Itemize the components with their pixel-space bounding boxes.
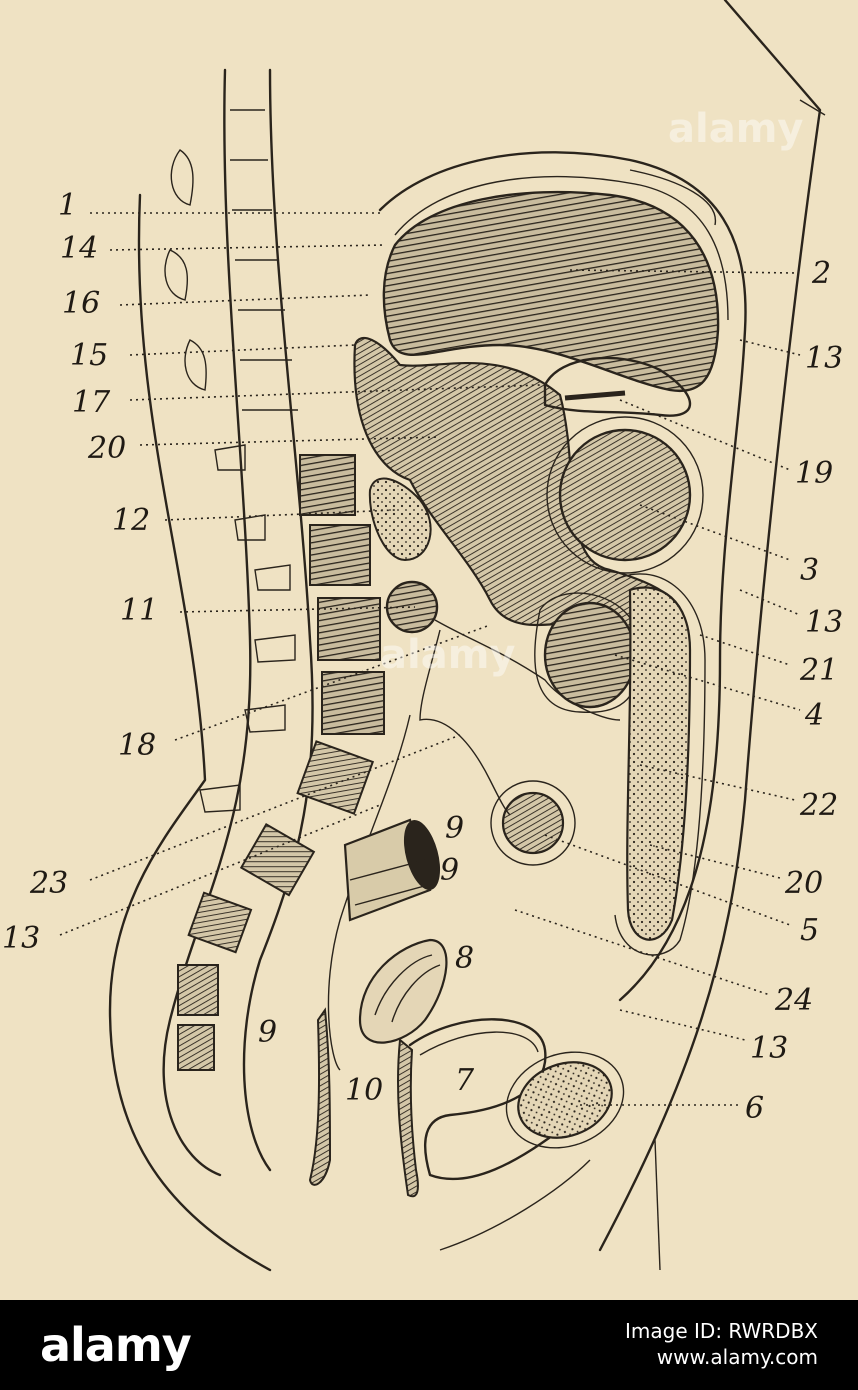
label-14: 14 xyxy=(60,231,98,266)
stock-footer-bar: alamy Image ID: RWRDBX www.alamy.com xyxy=(0,1300,858,1390)
label-12: 12 xyxy=(112,503,150,538)
site-url: www.alamy.com xyxy=(656,1345,818,1369)
alamy-logo: alamy xyxy=(40,1318,192,1372)
label-6: 6 xyxy=(745,1091,764,1126)
label-9-b: 9 xyxy=(440,853,459,888)
rectum-tube xyxy=(343,818,441,922)
skin-fold xyxy=(799,99,826,116)
image-id: Image ID: RWRDBX xyxy=(625,1319,818,1343)
label-2: 2 xyxy=(811,256,831,291)
label-16: 16 xyxy=(62,286,100,321)
label-13-left: 13 xyxy=(2,921,40,956)
stomach-loop xyxy=(543,356,691,417)
transverse-colon-wall xyxy=(546,416,704,574)
label-20-left: 20 xyxy=(87,431,126,466)
peritoneum-fold-top xyxy=(629,169,717,226)
retroperitoneum-line xyxy=(327,714,411,1071)
body-outline-back xyxy=(108,193,272,1272)
illustration-plate: 1 14 16 15 17 20 12 11 18 23 13 2 13 19 … xyxy=(0,0,858,1300)
peritoneum-inner xyxy=(394,175,729,321)
mesentery-line-b xyxy=(419,629,511,816)
labels-inside: 9 9 8 9 10 7 xyxy=(258,811,475,1108)
transverse-colon xyxy=(558,428,692,562)
leader-lines-left xyxy=(59,212,541,936)
bladder-inner xyxy=(419,1031,539,1056)
mesentery-loop xyxy=(534,592,642,714)
label-13-c: 13 xyxy=(750,1031,788,1066)
label-13-b: 13 xyxy=(805,605,843,640)
label-9-a: 9 xyxy=(445,811,464,846)
label-24: 24 xyxy=(774,983,813,1018)
adrenal-body xyxy=(368,477,432,562)
omentum-strip xyxy=(626,586,692,941)
spinous-processes xyxy=(164,149,296,813)
ileum-section xyxy=(501,791,565,855)
pubis-line xyxy=(654,1139,661,1271)
anatomical-section-drawing: 1 14 16 15 17 20 12 11 18 23 13 2 13 19 … xyxy=(2,0,843,1272)
label-20-right: 20 xyxy=(784,866,823,901)
uterus xyxy=(358,938,448,1044)
label-18: 18 xyxy=(118,728,156,763)
posterior-wall xyxy=(308,1007,332,1186)
leader-lines-right xyxy=(514,269,801,1106)
vertebral-bodies xyxy=(177,454,385,1071)
spine-anterior-line xyxy=(242,68,314,1172)
peritoneum-outer xyxy=(378,151,747,1002)
anterior-wall xyxy=(397,1038,419,1198)
spine-posterior-line xyxy=(162,68,252,1177)
label-17: 17 xyxy=(72,385,111,420)
label-11: 11 xyxy=(120,593,158,628)
ileum-wall xyxy=(490,780,576,866)
label-5: 5 xyxy=(800,913,819,948)
image-id-block: Image ID: RWRDBX www.alamy.com xyxy=(625,1318,818,1370)
omentum-outline xyxy=(614,573,706,956)
label-23: 23 xyxy=(29,866,68,901)
label-10: 10 xyxy=(345,1073,383,1108)
label-9-c: 9 xyxy=(258,1015,277,1050)
label-13-a: 13 xyxy=(805,341,843,376)
body-outline-front xyxy=(598,0,822,1252)
stomach-wall xyxy=(564,390,626,401)
label-21: 21 xyxy=(799,653,838,688)
label-8: 8 xyxy=(455,941,474,976)
labels-right: 2 13 19 3 13 21 4 22 20 5 24 13 6 xyxy=(745,256,843,1126)
vertebral-discs xyxy=(230,109,298,411)
perineum-line xyxy=(439,1159,591,1251)
label-7: 7 xyxy=(455,1063,475,1098)
ovary xyxy=(517,1061,613,1139)
watermark-top-right: alamy xyxy=(668,106,803,152)
label-1: 1 xyxy=(58,188,77,223)
label-3: 3 xyxy=(800,553,819,588)
bladder xyxy=(408,1018,562,1181)
liver xyxy=(382,190,720,393)
label-22: 22 xyxy=(799,788,838,823)
aorta-section xyxy=(385,580,439,634)
label-19: 19 xyxy=(795,456,833,491)
small-intestine-loop xyxy=(543,601,637,709)
ovary-wall xyxy=(505,1051,625,1149)
label-4: 4 xyxy=(804,698,824,733)
watermarks: alamy alamy xyxy=(380,106,803,678)
label-15: 15 xyxy=(70,338,108,373)
watermark-center: alamy xyxy=(380,632,515,678)
labels-left: 1 14 16 15 17 20 12 11 18 23 13 xyxy=(2,188,158,956)
